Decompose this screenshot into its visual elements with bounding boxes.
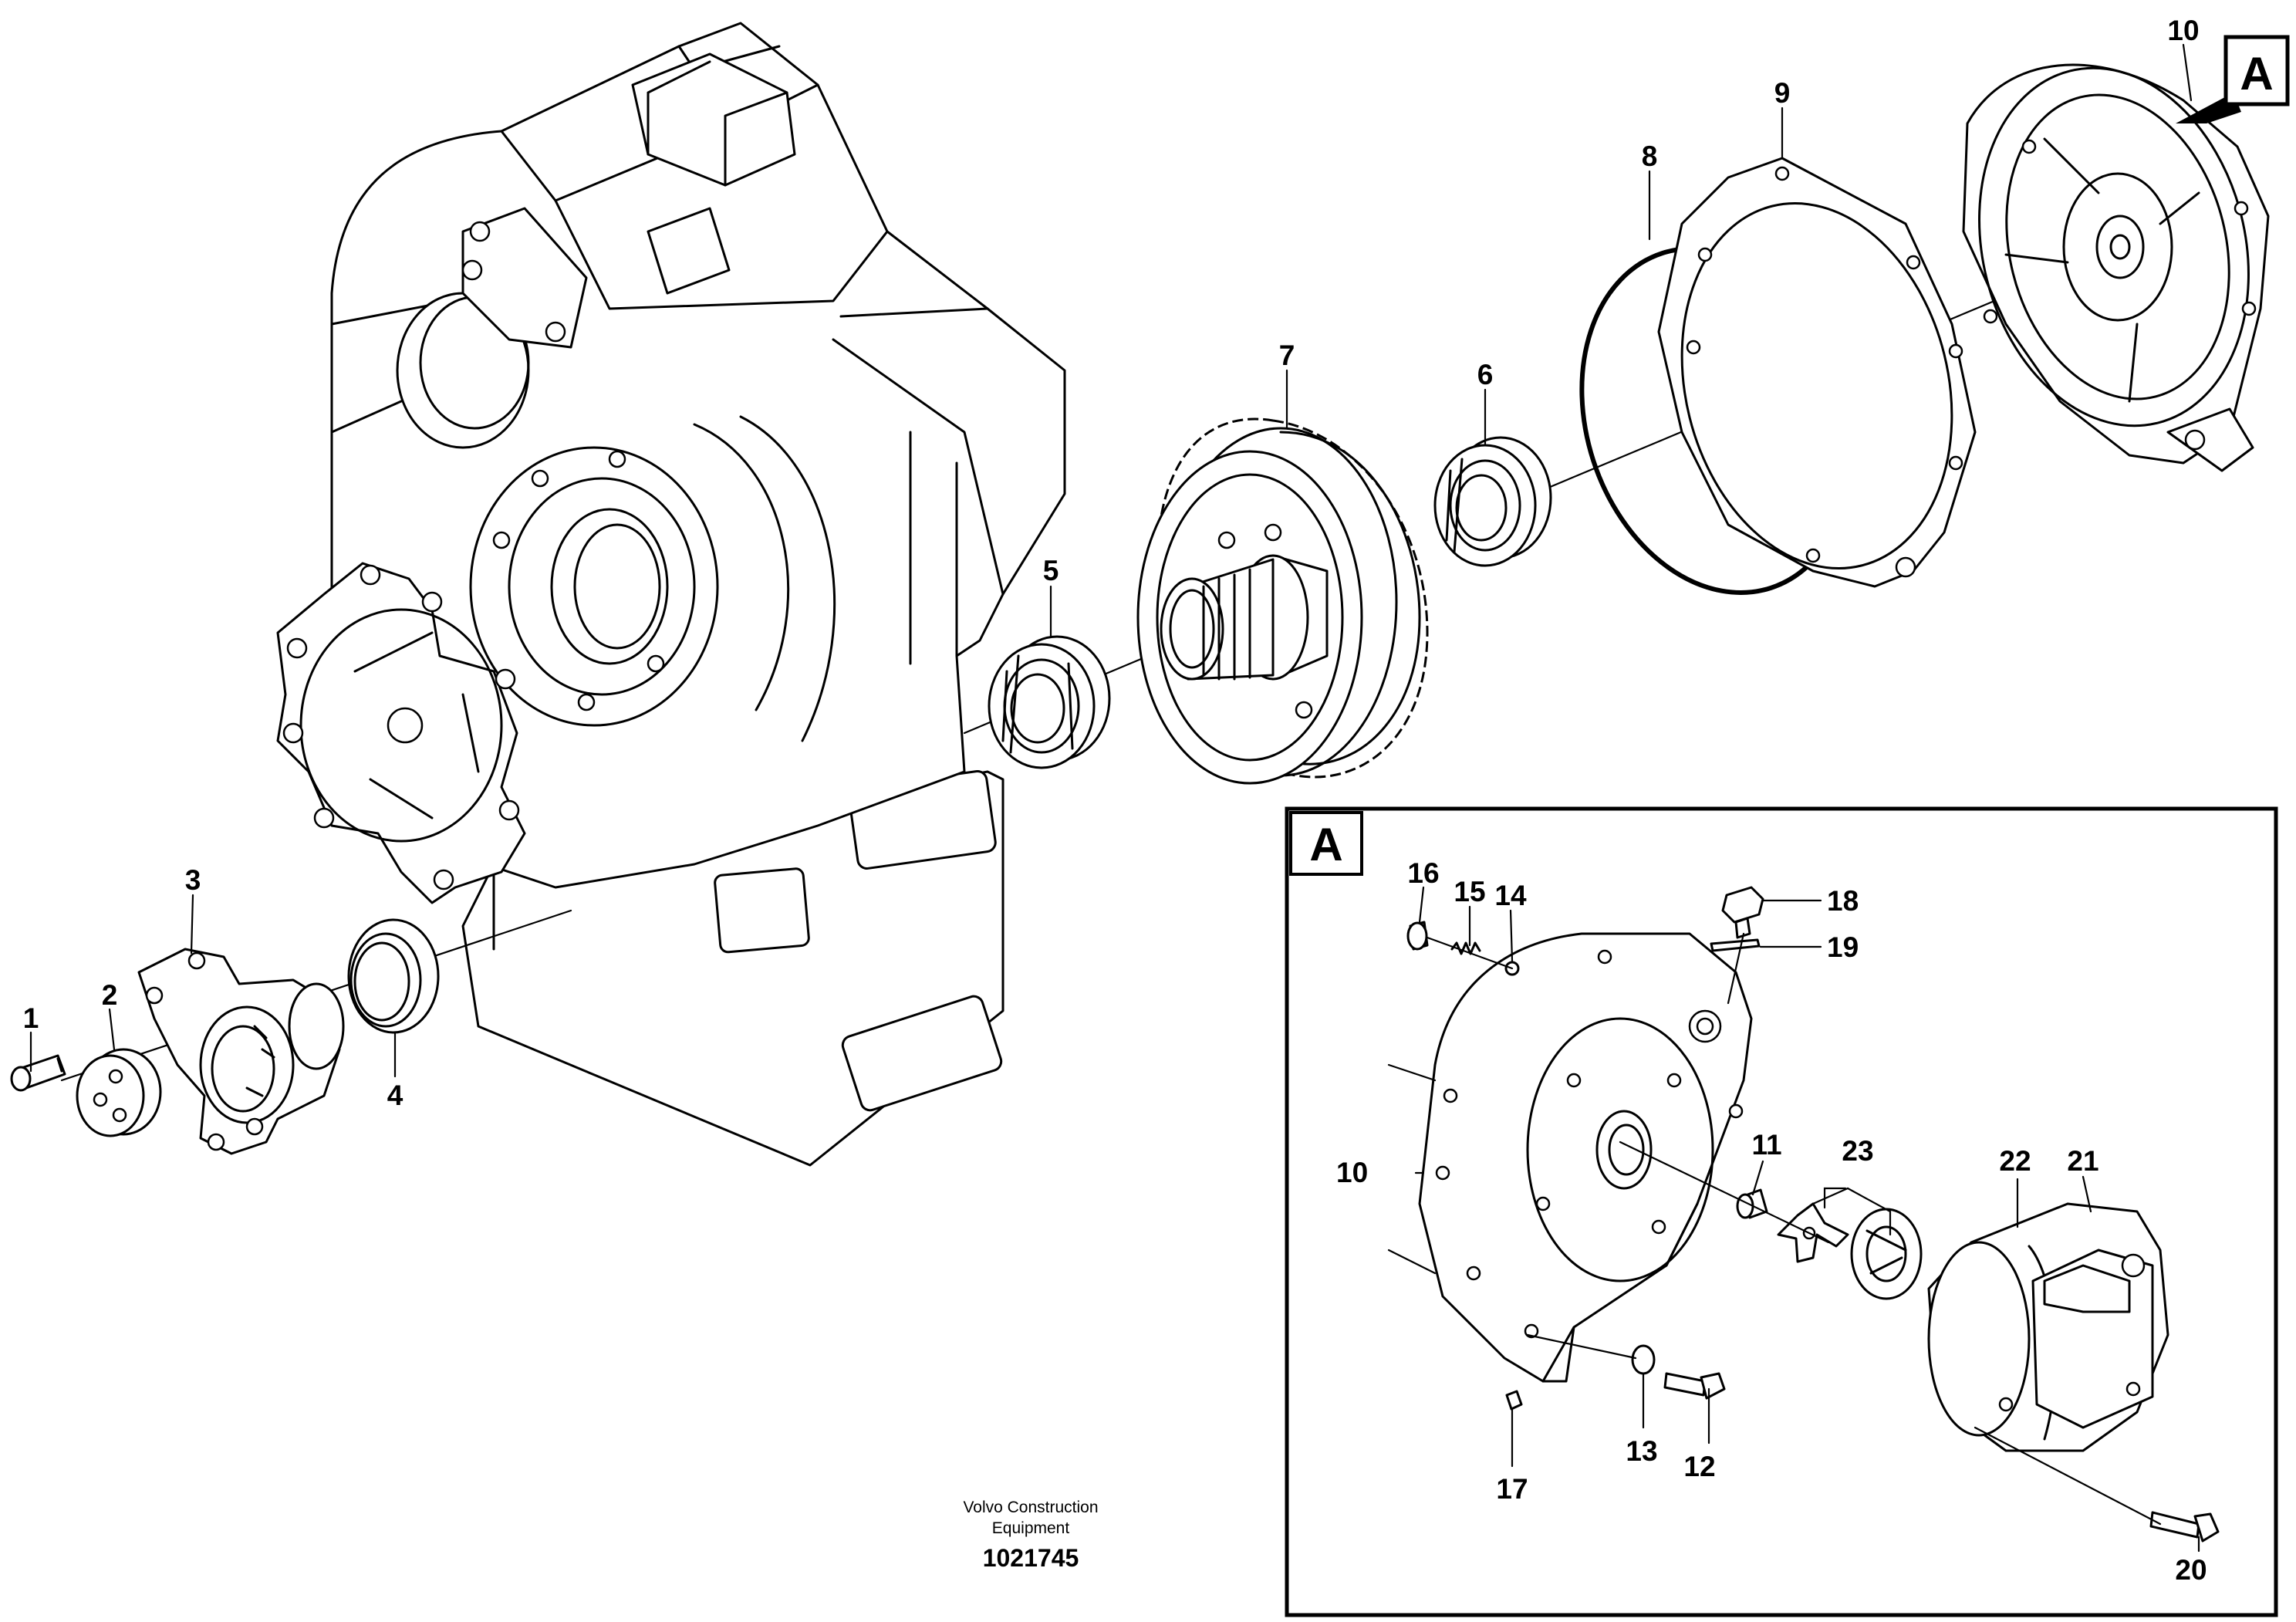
callout-numbers: 1 2 3 4 5 6 7 8 9 10 16 15 14 18 19 10 1… (23, 15, 2207, 1586)
detail-view-a (1285, 806, 2278, 1617)
transmission-housing (276, 22, 1066, 1167)
footer-credit: Volvo Construction Equipment 1021745 (963, 1499, 1098, 1572)
callout-5: 5 (1043, 555, 1059, 586)
callout-6: 6 (1477, 359, 1494, 390)
detail-callout-10: 10 (1336, 1157, 1368, 1188)
detail-callout-14: 14 (1494, 880, 1527, 911)
part-9-gasket (1657, 157, 1977, 588)
detail-part-15-spring (1450, 941, 1481, 955)
part-2-washer-plate (76, 1048, 162, 1137)
detail-callout-21: 21 (2067, 1145, 2098, 1177)
callout-7: 7 (1279, 340, 1295, 371)
detail-part-18-plug (1721, 886, 1764, 939)
leader-lines (29, 43, 2200, 1553)
detail-callout-11: 11 (1751, 1129, 1781, 1161)
detail-view-label: A (1309, 819, 1342, 870)
part-1-bolt (10, 1054, 66, 1092)
detail-callout-13: 13 (1626, 1435, 1657, 1467)
callout-3: 3 (185, 864, 201, 896)
credit-line-2: Equipment (992, 1519, 1070, 1537)
detail-axis-lines (1387, 932, 2162, 1526)
reference-label: A (2240, 48, 2273, 100)
detail-callout-12: 12 (1683, 1451, 1715, 1482)
detail-callout-20: 20 (2175, 1554, 2207, 1586)
callout-10: 10 (2167, 15, 2199, 46)
detail-cover-plate (1418, 932, 1753, 1383)
detail-pump-unit (1850, 1202, 2169, 1452)
detail-part-13-washer (1631, 1344, 1656, 1375)
callout-2: 2 (102, 979, 118, 1011)
detail-part-17-plug (1505, 1390, 1523, 1411)
detail-part-20-bolt (2149, 1511, 2220, 1543)
part-10-cover-housing (1962, 63, 2270, 472)
part-7-gear-shaft (1136, 417, 1429, 785)
detail-part-16-cap (1406, 921, 1429, 951)
callout-1: 1 (23, 1002, 39, 1034)
part-6-bearing (1433, 436, 1552, 567)
detail-callout-23: 23 (1842, 1135, 1873, 1167)
detail-callout-15: 15 (1454, 876, 1485, 907)
callout-9: 9 (1774, 77, 1791, 109)
detail-part-12-bolt (1663, 1372, 1726, 1400)
part-5-bearing (988, 635, 1111, 769)
part-3-companion-flange (137, 948, 345, 1155)
detail-callout-19: 19 (1827, 931, 1859, 963)
detail-callout-16: 16 (1407, 857, 1439, 889)
view-reference-marker: A (2176, 35, 2290, 123)
part-4-seal-ring (347, 918, 440, 1034)
detail-callout-22: 22 (1999, 1145, 2031, 1177)
detail-callout-17: 17 (1496, 1473, 1528, 1505)
detail-callout-18: 18 (1827, 885, 1859, 917)
callout-8: 8 (1642, 140, 1658, 172)
drawing-number: 1021745 (983, 1544, 1079, 1572)
callout-4: 4 (387, 1080, 403, 1111)
credit-line-1: Volvo Construction (963, 1499, 1098, 1516)
